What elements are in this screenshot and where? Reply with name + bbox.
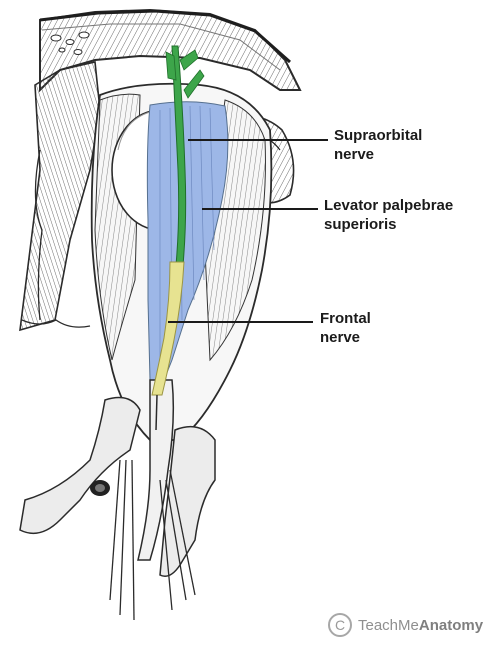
label-levator-line2: superioris [324,216,397,233]
watermark-brand-regular: TeachMe [358,616,419,634]
watermark-brand-bold: Anatomy [418,616,483,634]
label-supraorbital-line2: nerve [334,146,375,163]
label-supraorbital-nerve: Supraorbital nerve [334,126,422,164]
label-frontal-line2: nerve [320,329,361,346]
teachmeanatomy-watermark: C TeachMe Anatomy info [328,611,483,639]
label-levator-line1: Levator palpebrae [324,197,454,214]
label-frontal-nerve: Frontal nerve [320,309,371,347]
copyright-circle-icon: C [328,613,352,637]
label-levator-palpebrae-superioris: Levator palpebrae superioris [324,196,453,234]
label-supraorbital-line1: Supraorbital [334,127,423,144]
sphenoid-left [19,396,141,535]
label-frontal-line1: Frontal [320,310,371,327]
optic-nerve [137,379,175,561]
frontal-nerve [151,261,185,396]
lateral-wall [19,61,101,332]
